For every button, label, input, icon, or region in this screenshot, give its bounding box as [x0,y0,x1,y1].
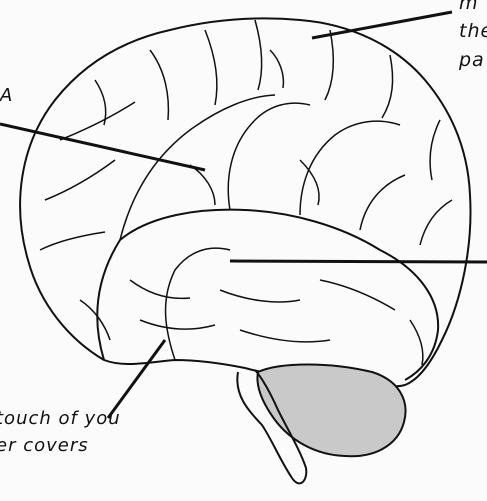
leader-line-bottom-left [108,340,165,418]
label-top-right-line-1: m [459,0,479,14]
label-bottom-left-line-1: touch of you [0,408,121,429]
leader-line-right [230,261,487,262]
sulci [40,20,452,365]
temporal-lobe [97,210,438,380]
label-left-mark: A [0,85,13,106]
label-top-right-line-2: the [459,20,487,42]
leader-line-left [0,124,205,170]
leader-lines [0,12,487,418]
cerebellum [257,365,405,457]
label-top-right-line-3: pa [459,49,485,71]
label-bottom-left-line-2: er covers [0,435,89,456]
